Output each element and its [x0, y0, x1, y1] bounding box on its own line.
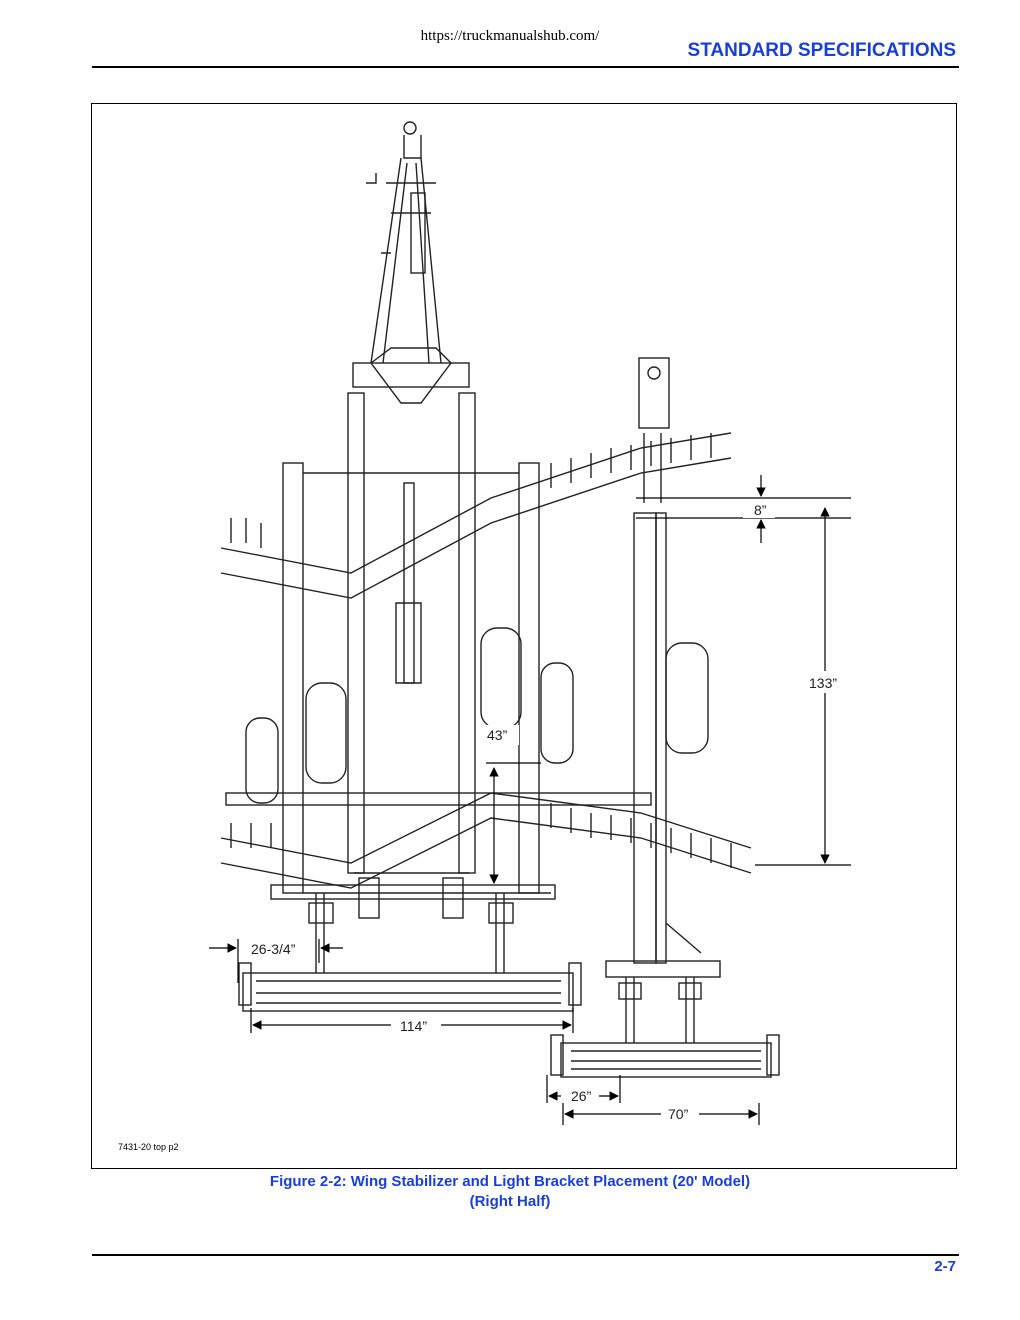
center-frame: [282, 362, 551, 894]
dimension-labels: 8” 133” 43” 26-3/4” 114” 26” 70”: [251, 500, 847, 1122]
harrow-tines-upper: [220, 432, 732, 599]
caption-line-1: Figure 2-2: Wing Stabilizer and Light Br…: [269, 1173, 751, 1190]
caption-line-2: (Right Half): [469, 1193, 551, 1210]
wheel-left: [245, 717, 279, 804]
footer-rule: [92, 1254, 959, 1256]
hitch-tongue: [366, 121, 452, 404]
source-url: https://truckmanualshub.com/: [420, 28, 600, 44]
implement-drawing: 8” 133” 43” 26-3/4” 114” 26” 70”: [209, 121, 851, 1125]
dim-43: 43”: [487, 727, 508, 743]
section-title: STANDARD SPECIFICATIONS: [687, 40, 956, 61]
figure-frame: [91, 103, 957, 1169]
rolling-basket-right: [550, 977, 780, 1078]
figure-id: 7431-20 top p2: [118, 1142, 179, 1152]
dim-8: 8”: [754, 502, 767, 518]
harrow-tines-lower: [220, 792, 752, 889]
wing-column: [605, 357, 721, 978]
figure-caption: Figure 2-2: Wing Stabilizer and Light Br…: [0, 1172, 1020, 1212]
dim-114: 114”: [400, 1018, 427, 1034]
wheel-right: [665, 642, 709, 754]
rolling-basket-left: [238, 893, 582, 1012]
dim-26-3-4: 26-3/4”: [251, 941, 296, 957]
dim-26: 26”: [571, 1088, 592, 1104]
page-number: 2-7: [934, 1258, 956, 1275]
header-rule: [92, 66, 959, 68]
dim-70: 70”: [668, 1106, 689, 1122]
dim-133: 133”: [809, 675, 837, 691]
